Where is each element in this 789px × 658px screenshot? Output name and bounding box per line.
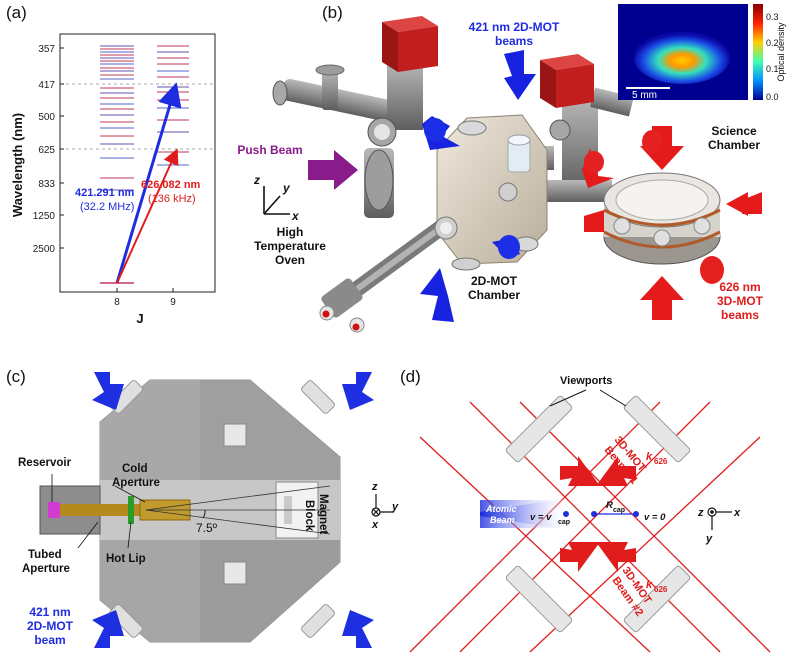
ion-pump-left — [382, 16, 438, 72]
panel-a-frame — [59, 33, 216, 293]
2d-mot-chamber — [434, 114, 548, 271]
label-2d-mot-beams-line2: beams — [495, 34, 533, 48]
label-science-chamber: Science — [711, 124, 757, 138]
panel-c-cross-section: Reservoir Cold Aperture Magnet Block Tub… — [18, 372, 399, 648]
colorbar — [753, 4, 763, 100]
label-r-cap: R — [606, 500, 613, 511]
colorbar-tick: 0.2 — [766, 38, 779, 48]
label-421-beam-line2: 2D-MOT — [27, 619, 74, 633]
x-tick-label: 8 — [114, 297, 120, 308]
transition-626-arrow — [116, 148, 179, 284]
label-2d-mot-chamber-line2: Chamber — [468, 288, 520, 302]
label-421-beam-line3: beam — [34, 633, 65, 647]
panel-b-apparatus: z y x 5 mm 0.3 0.2 0.1 0.0 Optical densi… — [237, 4, 786, 333]
od-inset — [618, 4, 763, 100]
axis-y-label-c: y — [391, 501, 399, 513]
scale-bar-label: 5 mm — [632, 90, 657, 101]
panel-b-axes — [263, 186, 290, 215]
axis-z-label-d: z — [697, 507, 704, 519]
panel-d-axes — [707, 507, 732, 530]
colorbar-label: Optical density — [776, 22, 786, 82]
y-tick-label: 500 — [38, 112, 55, 123]
colorbar-tick: 0.3 — [766, 12, 779, 22]
2d-mot-beam-arrows — [420, 50, 536, 322]
label-tubed-aperture-line2: Aperture — [22, 563, 70, 575]
3d-mot-beam-edges — [409, 401, 771, 653]
label-k626-top-sub: 626 — [654, 457, 668, 466]
y-tick-label: 417 — [38, 80, 55, 91]
colorbar-tick: 0.1 — [766, 64, 779, 74]
ion-pump-right — [540, 54, 594, 108]
reservoir — [48, 502, 60, 518]
panel-c-tag: (c) — [6, 367, 26, 386]
label-k626-top: k — [646, 451, 653, 463]
axis-z-label-c: z — [371, 481, 378, 493]
label-421-beam: 421 nm — [29, 605, 70, 619]
label-magnet-block: Magnet — [317, 494, 329, 534]
panel-d-capture-geometry: Viewports 3D-MOT Beam #1 3D-MOT Beam #2 … — [409, 375, 771, 653]
label-cold-aperture-line2: Aperture — [112, 477, 160, 489]
k626-arrows — [560, 456, 636, 572]
label-2d-mot-chamber: 2D-MOT — [471, 274, 518, 288]
y-tick-label: 2500 — [33, 244, 56, 255]
x-tick-label: 9 — [170, 297, 176, 308]
atomic-beam-cone — [145, 485, 331, 535]
transition-421-arrow — [115, 82, 182, 284]
y-tick-label: 833 — [38, 179, 55, 190]
x-axis-label: J — [136, 311, 143, 326]
viewports — [505, 395, 691, 633]
panel-a-tag: (a) — [6, 3, 27, 22]
axis-y-label-d: y — [705, 533, 713, 545]
label-3d-mot-beams: 626 nm — [719, 280, 760, 294]
label-v-cap: v = v — [530, 512, 552, 523]
label-r-cap-sub: cap — [613, 507, 625, 514]
science-chamber — [603, 172, 721, 265]
colorbar-tick: 0.0 — [766, 92, 779, 102]
label-atomic-beam: Atomic — [485, 504, 517, 514]
y-tick-label: 357 — [38, 44, 55, 55]
label-cone-angle: 7.5º — [196, 521, 218, 535]
3d-mot-beam-arrows — [582, 126, 762, 320]
axis-x-label-d: x — [733, 507, 741, 519]
y-tick-label: 1250 — [33, 211, 56, 222]
label-oven-line2: Temperature — [254, 239, 326, 253]
transition-626-label: 626.082 nm — [141, 179, 201, 191]
panel-a-level-diagram: 357 417 500 625 833 1250 2500 8 9 J Wave… — [10, 33, 216, 326]
transition-421-linewidth: (32.2 MHz) — [80, 201, 134, 213]
label-oven: High — [277, 225, 304, 239]
axis-z-label: z — [253, 173, 260, 187]
label-hot-lip: Hot Lip — [106, 553, 146, 565]
label-tubed-aperture: Tubed — [28, 549, 62, 561]
label-cold-aperture: Cold — [122, 463, 148, 475]
panel-c-axes — [371, 494, 394, 517]
label-3d-mot-beams-line2: 3D-MOT — [717, 294, 764, 308]
axis-x-label-c: x — [371, 519, 379, 531]
label-oven-line3: Oven — [275, 253, 305, 267]
label-v-zero: v = 0 — [644, 512, 666, 523]
axis-x-label: x — [291, 209, 300, 223]
label-atomic-beam-line2: Beam — [490, 515, 515, 525]
label-k626-bottom: k — [646, 579, 653, 591]
transition-626-linewidth: (136 kHz) — [148, 193, 196, 205]
label-3d-mot-beams-line3: beams — [721, 308, 759, 322]
label-viewports: Viewports — [560, 375, 612, 387]
transition-421-label: 421.291 nm — [75, 187, 135, 199]
label-science-chamber-line2: Chamber — [708, 138, 760, 152]
axis-y-label: y — [282, 181, 291, 195]
push-beam-arrow — [308, 150, 358, 190]
label-k626-bottom-sub: 626 — [654, 585, 668, 594]
label-2d-mot-beams: 421 nm 2D-MOT — [469, 20, 560, 34]
panel-b-tag: (b) — [322, 3, 343, 22]
2d-mot-beam-arrows-c — [92, 372, 374, 648]
y-tick-label: 625 — [38, 145, 55, 156]
label-magnet-block-line2: Block — [303, 500, 315, 532]
label-v-cap-sub: cap — [558, 519, 570, 526]
label-push-beam: Push Beam — [237, 143, 302, 157]
y-axis-label: Wavelength (nm) — [10, 113, 25, 217]
label-reservoir: Reservoir — [18, 457, 72, 469]
panel-d-tag: (d) — [400, 367, 421, 386]
levels-j9 — [157, 45, 189, 166]
